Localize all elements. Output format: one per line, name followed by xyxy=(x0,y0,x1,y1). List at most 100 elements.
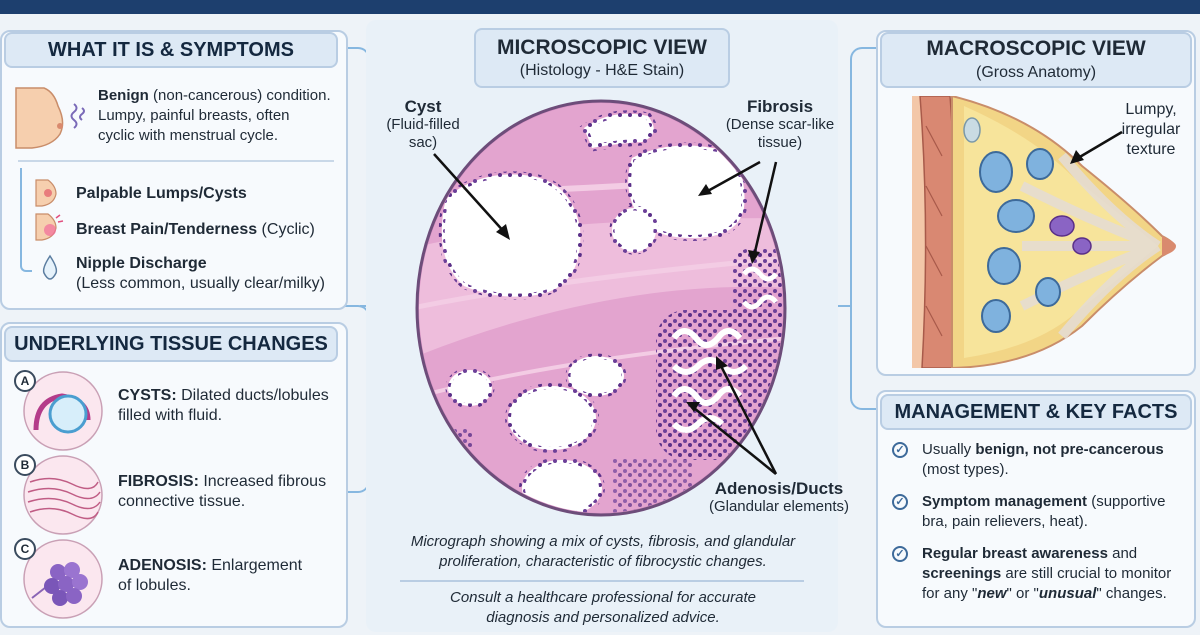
letter-a: A xyxy=(14,370,36,392)
item3-bold: Nipple Discharge xyxy=(76,255,207,272)
adenosis-title: Adenosis/Ducts xyxy=(714,479,844,498)
breast-side-icon xyxy=(15,87,85,149)
fact3-rest1: and xyxy=(1107,545,1138,562)
fact2-rest: (supportive xyxy=(1087,493,1166,510)
fibrosis-rest: Increased fibrous xyxy=(198,473,327,490)
check-icon-2: ✓ xyxy=(892,494,908,510)
item1-bold: Palpable Lumps/Cysts xyxy=(76,185,247,202)
consult-note: Consult a healthcare professional for ac… xyxy=(370,588,836,628)
check-icon-1: ✓ xyxy=(892,442,908,458)
fact3-end: " changes. xyxy=(1096,585,1167,602)
letter-c: C xyxy=(14,538,36,560)
adenosis-illustration xyxy=(23,539,103,619)
arrow-fibrosis-1 xyxy=(698,160,761,196)
adenosis-label: Adenosis/Ducts (Glandular elements) xyxy=(704,480,854,516)
fact1-line2: (most types). xyxy=(922,461,1009,478)
symptom-item-discharge: Nipple Discharge (Less common, usually c… xyxy=(76,254,325,294)
intro-line2: Lumpy, painful breasts, often xyxy=(98,107,290,124)
macro-heading: MACROSCOPIC VIEW xyxy=(926,37,1146,60)
caption-line1: Micrograph showing a mix of cysts, fibro… xyxy=(410,533,796,550)
fact3-rest2: are still crucial to monitor xyxy=(1001,565,1172,582)
fact3-new: new xyxy=(977,585,1007,602)
fact3-unusual: unusual xyxy=(1038,585,1097,602)
symptom-item-lumps: Palpable Lumps/Cysts xyxy=(76,184,247,204)
connector-right-top xyxy=(850,47,880,305)
consult-line1: Consult a healthcare professional for ac… xyxy=(449,589,756,606)
cyst-sub1: (Fluid-filled xyxy=(386,116,460,133)
cyst-label: Cyst (Fluid-filled sac) xyxy=(368,98,478,152)
fact3-b1: Regular breast awareness xyxy=(922,545,1108,562)
cyst-sub2: sac) xyxy=(408,134,438,151)
cysts-line2: filled with fluid. xyxy=(118,407,223,424)
fibrosis-sub2: tissue) xyxy=(757,134,803,151)
tissue-heading: UNDERLYING TISSUE CHANGES xyxy=(4,326,338,362)
top-banner xyxy=(0,0,1200,14)
macro-label-3: texture xyxy=(1126,141,1176,158)
fact-1: Usually benign, not pre-cancerous (most … xyxy=(922,440,1192,480)
macro-label-1: Lumpy, xyxy=(1125,101,1177,118)
macro-heading-box xyxy=(880,32,1192,88)
check-icon-3: ✓ xyxy=(892,546,908,562)
fact-3: Regular breast awareness and screenings … xyxy=(922,544,1194,604)
symptoms-panel xyxy=(0,30,348,310)
item3-line2: (Less common, usually clear/milky) xyxy=(76,275,325,292)
fibrosis-sub1: (Dense scar-like xyxy=(725,116,835,133)
fibrosis-line2: connective tissue. xyxy=(118,493,246,510)
arrow-adenosis xyxy=(686,356,778,475)
tissue-adenosis: ADENOSIS: Enlargement of lobules. xyxy=(118,556,302,596)
intro-rest: (non-cancerous) condition. xyxy=(148,87,331,104)
fibrosis-title: Fibrosis xyxy=(746,97,814,116)
adenosis-line2: of lobules. xyxy=(118,577,191,594)
micro-heading: MICROSCOPIC VIEW xyxy=(496,36,707,59)
fact3-b2: screenings xyxy=(922,565,1002,582)
fact3-mid: " or " xyxy=(1006,585,1039,602)
fibrosis-label: Fibrosis (Dense scar-like tissue) xyxy=(720,98,840,152)
micro-heading-box xyxy=(474,28,730,88)
symptoms-bracket xyxy=(20,168,32,272)
macro-label: Lumpy, irregular texture xyxy=(1108,100,1194,160)
micro-caption: Micrograph showing a mix of cysts, fibro… xyxy=(370,532,836,572)
letter-b: B xyxy=(14,454,36,476)
macro-subheading: (Gross Anatomy) xyxy=(975,64,1097,81)
fact1-b: benign, not pre-cancerous xyxy=(975,441,1164,458)
arrow-cyst xyxy=(433,153,510,240)
management-heading: MANAGEMENT & KEY FACTS xyxy=(880,394,1192,430)
fact2-line2: bra, pain relievers, heat). xyxy=(922,513,1088,530)
symptoms-intro: Benign (non-cancerous) condition. Lumpy,… xyxy=(98,86,346,146)
cysts-bold: CYSTS: xyxy=(118,387,177,404)
item2-rest: (Cyclic) xyxy=(257,221,315,238)
pain-icon xyxy=(35,213,64,241)
item2-bold: Breast Pain/Tenderness xyxy=(76,221,258,238)
adenosis-bold: ADENOSIS: xyxy=(118,557,207,574)
intro-bold: Benign xyxy=(98,87,149,104)
droplet-icon xyxy=(42,254,58,280)
breast-anatomy xyxy=(912,96,1176,368)
adenosis-sub: (Glandular elements) xyxy=(708,498,850,515)
consult-line2: diagnosis and personalized advice. xyxy=(486,609,720,626)
macro-label-2: irregular xyxy=(1121,121,1181,138)
cysts-rest: Dilated ducts/lobules xyxy=(176,387,329,404)
fact1-a: Usually xyxy=(922,441,976,458)
arrow-fibrosis-2 xyxy=(748,161,778,264)
fact-2: Symptom management (supportive bra, pain… xyxy=(922,492,1192,532)
cyst-title: Cyst xyxy=(404,97,442,116)
lump-icon xyxy=(35,179,57,207)
symptoms-heading: WHAT IT IS & SYMPTOMS xyxy=(4,32,338,68)
micro-subheading: (Histology - H&E Stain) xyxy=(519,62,685,79)
fact2-b: Symptom management xyxy=(922,493,1088,510)
fibrosis-bold: FIBROSIS: xyxy=(118,473,199,490)
symptoms-divider xyxy=(18,160,334,162)
tissue-fibrosis: FIBROSIS: Increased fibrous connective t… xyxy=(118,472,326,512)
adenosis-rest: Enlargement xyxy=(206,557,303,574)
connector-right-bottom xyxy=(850,305,880,410)
fact3-l3a: for any " xyxy=(922,585,978,602)
micrograph xyxy=(415,99,787,517)
symptom-item-pain: Breast Pain/Tenderness (Cyclic) xyxy=(76,220,315,240)
intro-line3: cyclic with menstrual cycle. xyxy=(98,127,279,144)
caption-line2: proliferation, characteristic of fibrocy… xyxy=(439,553,767,570)
cyst-illustration xyxy=(23,371,103,451)
fibrosis-illustration xyxy=(23,455,103,535)
connector-right-mid xyxy=(836,305,852,307)
caption-divider xyxy=(400,580,804,582)
tissue-cysts: CYSTS: Dilated ducts/lobules filled with… xyxy=(118,386,329,426)
